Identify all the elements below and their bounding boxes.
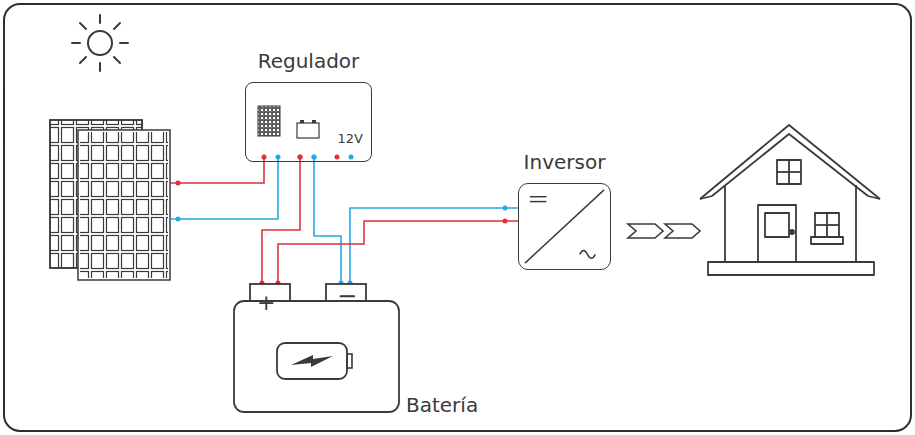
wire-connector: [276, 219, 519, 286]
inverter-symbol: [519, 184, 610, 269]
regulator-box: Regulador12V: [245, 82, 372, 162]
regulator-title: Regulador: [258, 49, 360, 73]
minus-sign: −: [337, 284, 357, 308]
house-icon: [700, 125, 880, 275]
inverter-box: Inversor: [518, 183, 611, 270]
inverter-title: Inversor: [524, 150, 606, 174]
solar-panels: [50, 120, 170, 280]
frame: [4, 4, 911, 431]
panel-wires: [170, 158, 278, 222]
voltage-label: 12V: [338, 131, 363, 146]
plus-sign: +: [257, 292, 275, 314]
wire-connector: [348, 206, 519, 286]
wire-connector: [260, 155, 303, 286]
battery-title: Batería: [406, 393, 478, 417]
sun-icon: [72, 15, 128, 71]
wire-connector: [312, 155, 344, 286]
flow-chevrons: [628, 224, 700, 238]
